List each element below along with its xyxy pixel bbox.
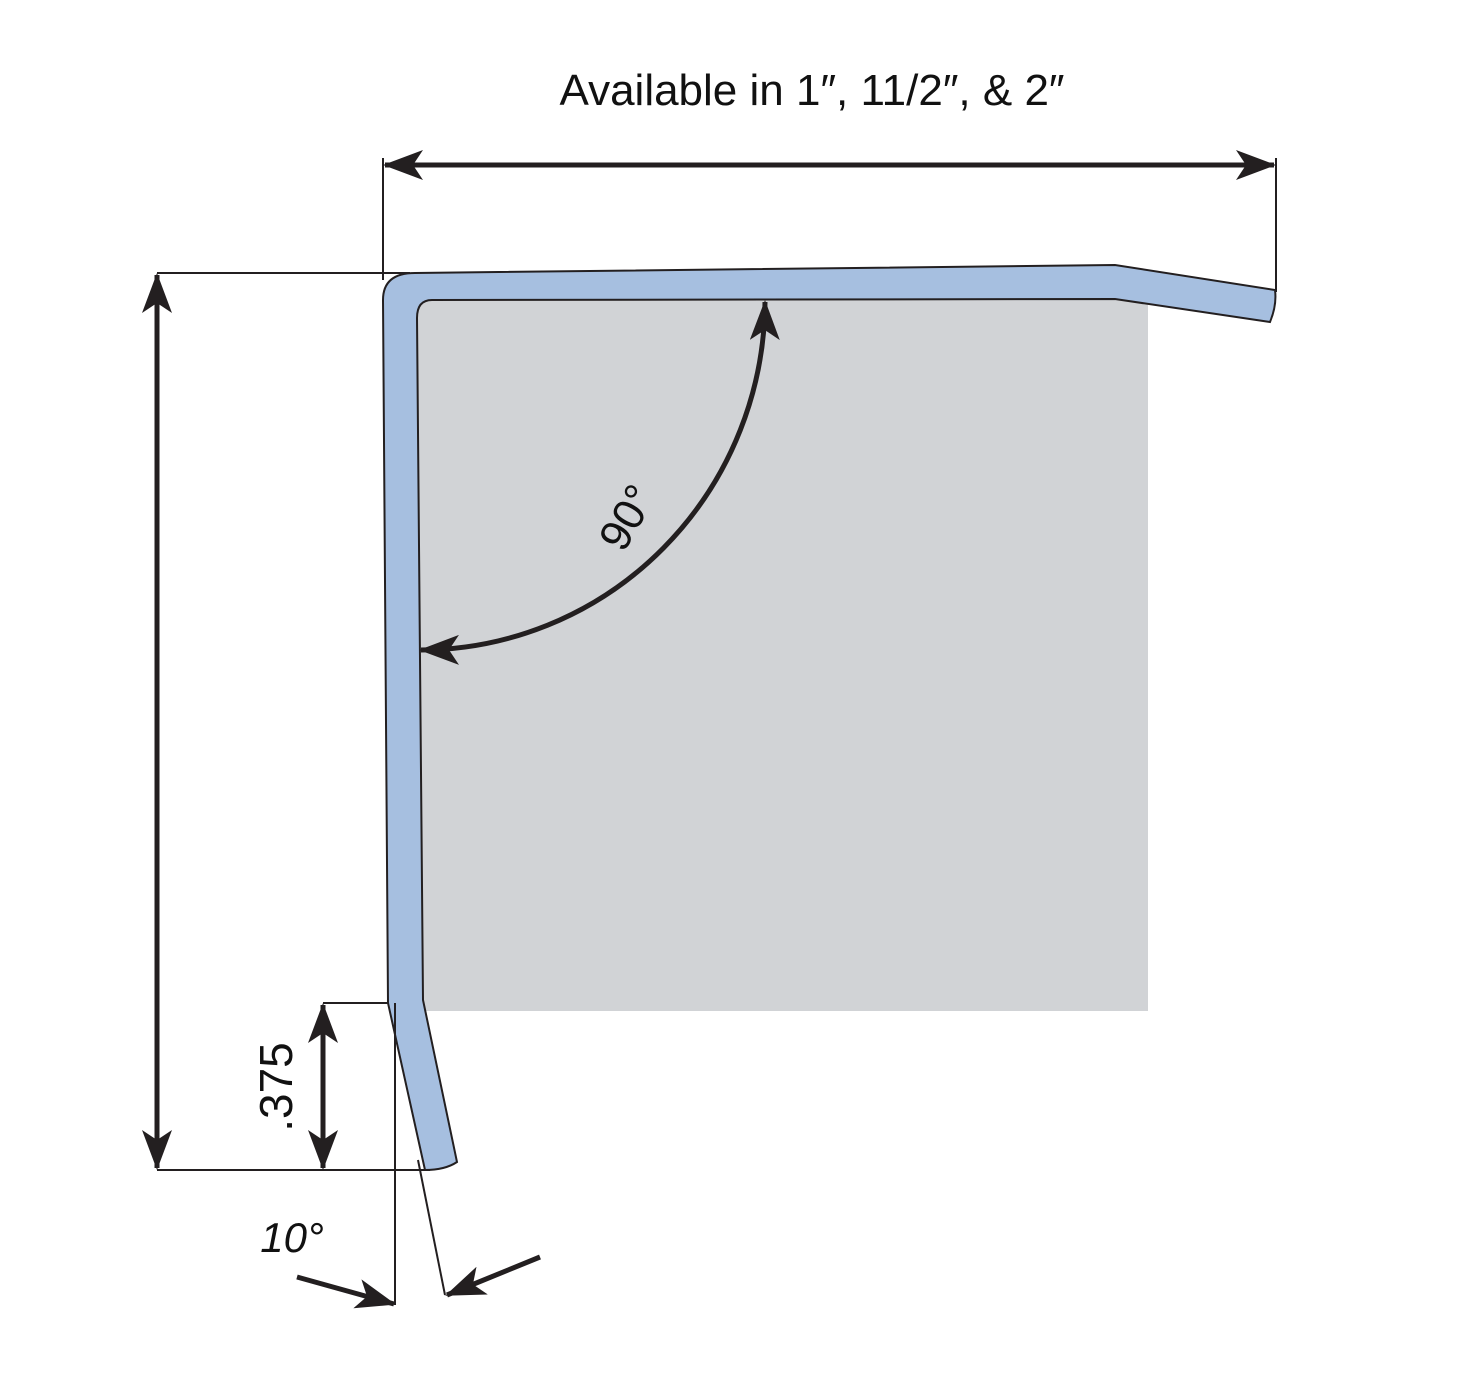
dimension-arrows — [142, 150, 1276, 1309]
lip-angle-arrow-right — [445, 1254, 541, 1298]
backing-panel — [417, 300, 1148, 1011]
lip-angle-arrow-left — [296, 1274, 396, 1309]
angle-arc-arrow — [419, 300, 780, 665]
title-text: Available in 1″, 11/2″, & 2″ — [560, 66, 1065, 115]
lip-height-label: .375 — [250, 1042, 302, 1132]
lip-angle-label: 10° — [260, 1214, 324, 1261]
